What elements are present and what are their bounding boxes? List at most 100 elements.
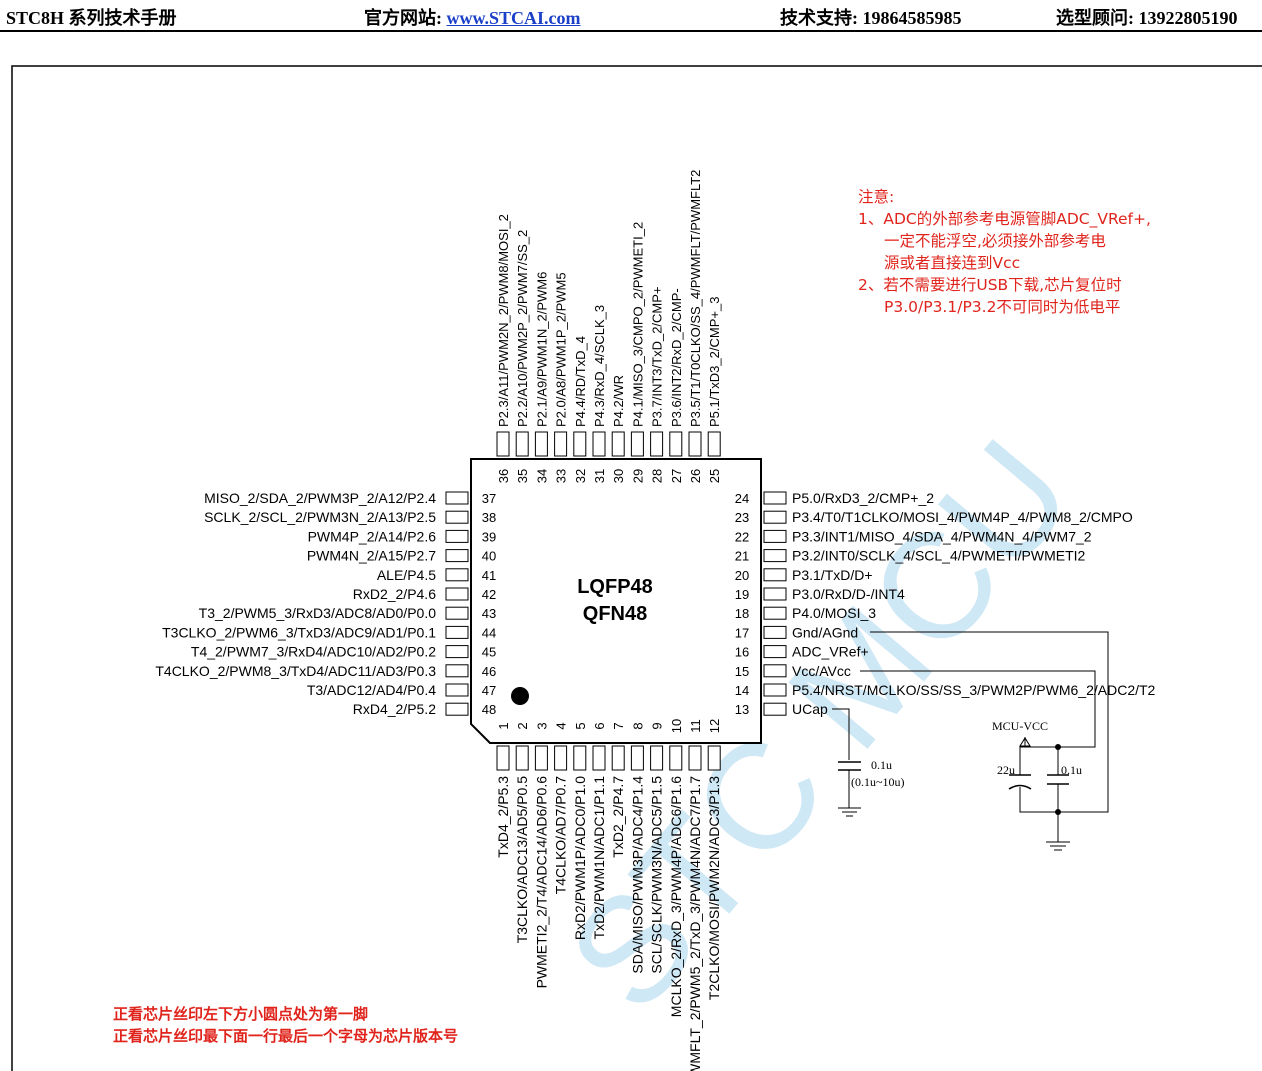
- pin-label: P4.4/RD/TxD_4: [573, 336, 588, 427]
- gnd-wire: [870, 631, 1109, 813]
- vcc-ground-symbol: [1046, 841, 1070, 851]
- pin-pad: [688, 745, 702, 771]
- vcc-junction: [1055, 744, 1061, 750]
- pin-pad: [763, 529, 787, 543]
- pin-label: T4CLKO/AD7/P0.7: [553, 776, 569, 894]
- pin-label: PWM4P_2/A14/P2.6: [308, 528, 437, 544]
- pin-pad: [445, 683, 469, 697]
- pin-label: T3/ADC12/AD4/P0.4: [307, 682, 436, 698]
- pin-pad: [445, 645, 469, 659]
- pin-label: P4.3/RxD_4/SCLK_3: [592, 305, 607, 427]
- pin-pad: [669, 745, 683, 771]
- pin-number: 38: [482, 510, 496, 525]
- pin-number: 29: [630, 469, 645, 483]
- pin-number: 39: [482, 529, 496, 544]
- pin-label: SDA/MISO/PWM3P/ADC4/P1.4: [629, 776, 645, 974]
- pin-number: 8: [630, 722, 645, 729]
- pin-pad: [763, 664, 787, 678]
- pin-label: Vcc/AVcc: [792, 663, 851, 679]
- pin-pad: [650, 431, 664, 457]
- pin-pad: [763, 645, 787, 659]
- ucap-range: (0.1u~10u): [851, 775, 904, 789]
- pin-pad: [763, 625, 787, 639]
- pin-label: PWMFLT_2/PWM5_2/TxD_3/PWM4N/ADC7/P1.7: [687, 776, 703, 1071]
- bottom-notes: 正看芯片丝印左下方小圆点处为第一脚 正看芯片丝印最下面一行最后一个字母为芯片版本…: [113, 1005, 458, 1045]
- pin-label: P2.2/A10/PWM2P_2/PWM7/SS_2: [515, 230, 530, 427]
- note-line-5: P3.0/P3.1/P3.2不可同时为低电平: [884, 298, 1120, 316]
- pin-pad: [445, 606, 469, 620]
- page-header: STC8H 系列技术手册 官方网站: www.STCAI.com 技术支持: 1…: [0, 0, 1262, 32]
- pin-label: RxD4_2/P5.2: [353, 701, 436, 717]
- pin-number: 15: [735, 664, 749, 679]
- manual-title: STC8H 系列技术手册: [6, 8, 177, 28]
- pin-label: T3_2/PWM5_3/RxD3/ADC8/AD0/P0.0: [199, 605, 437, 621]
- pin-number: 47: [482, 683, 496, 698]
- bottom-note-line-1: 正看芯片丝印左下方小圆点处为第一脚: [113, 1005, 368, 1023]
- pin-pad: [554, 745, 568, 771]
- ucap-value: 0.1u: [871, 758, 892, 772]
- pin-label: P3.4/T0/T1CLKO/MOSI_4/PWM4P_4/PWM8_2/CMP…: [792, 509, 1133, 525]
- pin-number: 6: [592, 722, 607, 729]
- pin-number: 21: [735, 549, 749, 564]
- pin-pad: [763, 491, 787, 505]
- pin-number: 4: [554, 722, 569, 729]
- note-line-3: 源或者直接连到Vcc: [884, 254, 1020, 272]
- pin-39: 39 PWM4P_2/A14/P2.6: [308, 528, 497, 544]
- pin-label: MCLKO_2/RxD_3/PWM4P/ADC6/P1.6: [668, 776, 684, 1017]
- pin-pad: [445, 587, 469, 601]
- pin-label: T4CLKO_2/PWM8_3/TxD4/ADC11/AD3/P0.3: [155, 663, 436, 679]
- pin-number: 42: [482, 587, 496, 602]
- ucap-wire: [832, 708, 850, 760]
- pin-label: PWMETI2_2/T4/ADC14/AD6/P0.6: [533, 776, 549, 989]
- pin-number: 22: [735, 529, 749, 544]
- pin-number: 40: [482, 549, 496, 564]
- pin-pad: [611, 431, 625, 457]
- top-pins: 36P2.3/A11/PWM2N_2/PWM8/MOSI_235P2.2/A10…: [496, 170, 722, 484]
- pin-label: TxD4_2/P5.3: [495, 776, 511, 858]
- pin-pad: [515, 745, 529, 771]
- pin-pad: [573, 745, 587, 771]
- pin-pad: [445, 625, 469, 639]
- note-line-1: 1、ADC的外部参考电源管脚ADC_VRef+,: [858, 210, 1151, 229]
- pin-label: MISO_2/SDA_2/PWM3P_2/A12/P2.4: [204, 490, 436, 506]
- pin-pad: [445, 491, 469, 505]
- pin-pad: [763, 568, 787, 582]
- pin-label: SCLK_2/SCL_2/PWM3N_2/A13/P2.5: [204, 509, 436, 525]
- pin-label: ADC_VRef+: [792, 644, 869, 660]
- vcc-arrow-icon: [1019, 737, 1031, 747]
- pin-pad: [534, 431, 548, 457]
- pin-pad: [554, 431, 568, 457]
- official-site-link[interactable]: www.STCAI.com: [446, 8, 581, 28]
- pin-number: 12: [707, 719, 722, 733]
- bottom-note-line-2: 正看芯片丝印最下面一行最后一个字母为芯片版本号: [113, 1027, 458, 1045]
- pin-label: SCL/SCLK/PWM3N/ADC5/P1.5: [649, 776, 665, 974]
- pin-47: 47 T3/ADC12/AD4/P0.4: [307, 682, 496, 698]
- pin-number: 13: [735, 702, 749, 717]
- pin-label: P5.0/RxD3_2/CMP+_2: [792, 490, 934, 506]
- pin-label: T3CLKO/ADC13/AD5/P0.5: [514, 776, 530, 944]
- pin-pad: [445, 510, 469, 524]
- pin-number: 35: [515, 469, 530, 483]
- pin-pad: [669, 431, 683, 457]
